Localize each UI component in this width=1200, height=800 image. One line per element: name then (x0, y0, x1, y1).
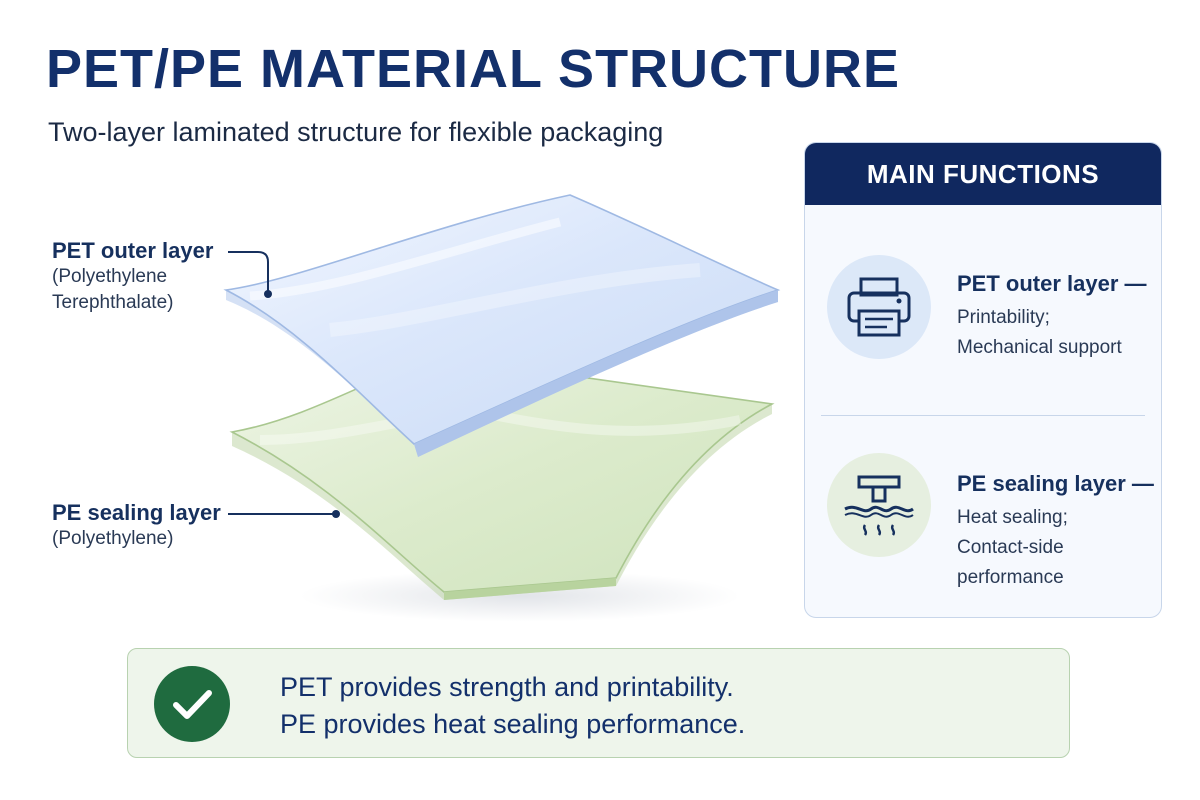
pe-leader-dot (332, 510, 340, 518)
pet-leader-dot (264, 290, 272, 298)
pet-layer-sub-2: Terephthalate) (52, 292, 174, 313)
layer-diagram (223, 194, 781, 622)
checkmark-icon (154, 666, 230, 742)
page-subtitle: Two-layer laminated structure for flexib… (48, 117, 664, 147)
printer-icon (827, 255, 931, 359)
summary-line-1: PET provides strength and printability. (280, 672, 734, 702)
function-pe-line-2: Contact-side (957, 537, 1064, 558)
function-pe-line-1: Heat sealing; (957, 507, 1068, 528)
pe-layer-title: PE sealing layer (52, 500, 221, 525)
main-functions-panel: MAIN FUNCTIONS PET outer layer — Printab… (804, 142, 1162, 618)
pet-layer-title: PET outer layer (52, 238, 214, 263)
summary-line-2: PE provides heat sealing performance. (280, 709, 746, 739)
pet-leader-line (228, 251, 269, 292)
floor-shadow (300, 570, 740, 622)
function-pet-line-2: Mechanical support (957, 337, 1122, 358)
page-title: PET/PE MATERIAL STRUCTURE (46, 39, 901, 99)
pet-layer-sheet (223, 194, 781, 457)
function-pet-title: PET outer layer — (957, 271, 1147, 296)
function-pe-line-3: performance (957, 567, 1064, 588)
summary-box: PET provides strength and printability. … (127, 648, 1070, 758)
pet-layer-sub-1: (Polyethylene (52, 266, 168, 287)
function-pet-line-1: Printability; (957, 307, 1050, 328)
function-pe-title: PE sealing layer — (957, 471, 1154, 496)
heat-seal-icon (827, 453, 931, 557)
pe-layer-sheet (229, 355, 775, 600)
pe-layer-label: PE sealing layer (Polyethylene) (52, 500, 221, 552)
panel-divider (821, 415, 1145, 416)
panel-header: MAIN FUNCTIONS (805, 143, 1161, 205)
pet-layer-label: PET outer layer (Polyethylene Terephthal… (52, 238, 213, 316)
pe-layer-sub-1: (Polyethylene) (52, 528, 174, 549)
